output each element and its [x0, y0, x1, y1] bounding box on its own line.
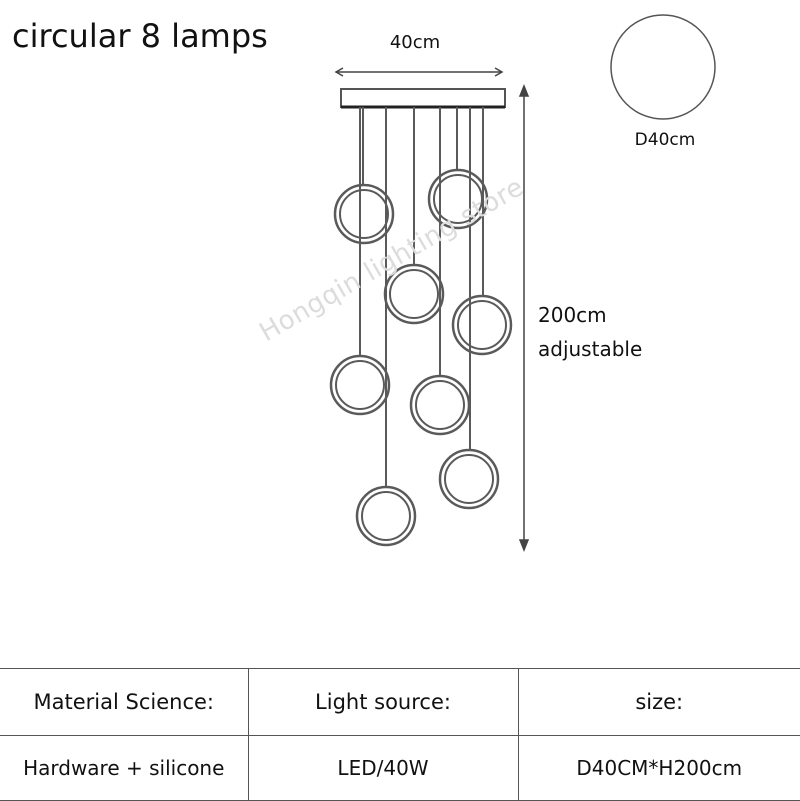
ceiling-canopy [340, 88, 506, 109]
top-view-circle [610, 14, 716, 120]
pendant-lamp [329, 107, 391, 416]
pendant-lamp [333, 107, 395, 245]
pendant-lamp [383, 107, 445, 325]
pendant-lamp [409, 107, 471, 436]
pendant-lamp [355, 107, 417, 547]
height-label-group: 200cm adjustable [538, 298, 642, 366]
height-label: 200cm [538, 303, 607, 327]
lamp-diagram [329, 14, 716, 553]
spec-header-size: size: [517, 668, 800, 736]
pendant-lamps [329, 107, 513, 547]
spec-header-row: Material Science: Light source: size: [0, 668, 800, 736]
spec-header-material: Material Science: [0, 668, 249, 736]
diameter-label: D40cm [634, 130, 696, 150]
width-dimension-arrow [334, 67, 504, 77]
spec-header-light-source: Light source: [247, 668, 519, 736]
page-title: circular 8 lamps [12, 17, 268, 55]
width-label: 40cm [389, 32, 441, 53]
height-note: adjustable [538, 337, 643, 361]
spec-value-row: Hardware + silicone LED/40W D40CM*H200cm [0, 735, 800, 801]
spec-table: Material Science: Light source: size: Ha… [0, 668, 800, 801]
pendant-lamp [438, 107, 500, 510]
height-dimension-arrow [518, 83, 530, 553]
spec-value-light-source: LED/40W [247, 735, 519, 801]
spec-value-material: Hardware + silicone [0, 735, 249, 801]
spec-value-size: D40CM*H200cm [517, 735, 800, 801]
